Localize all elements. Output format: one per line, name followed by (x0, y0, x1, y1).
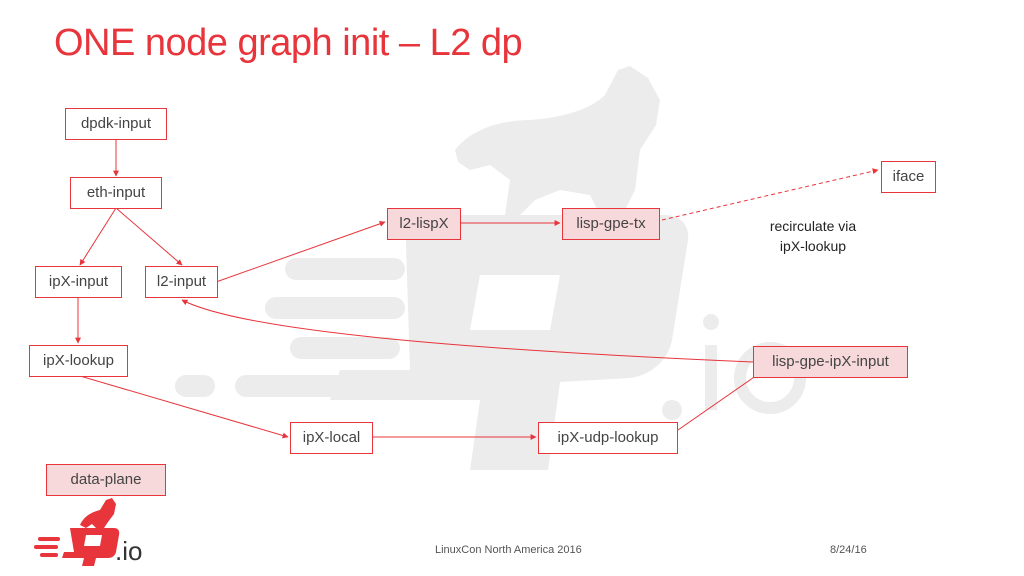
watermark-fd-shape (330, 215, 689, 470)
edge-l2-input-to-l2-lispx (215, 220, 386, 283)
node-eth-input: eth-input (70, 177, 162, 209)
footer-date: 8/24/16 (830, 544, 867, 556)
node-l2-input: l2-input (145, 266, 218, 298)
edge-eth-to-ipx-input (79, 207, 117, 266)
recirculate-note-line1: recirculate via (769, 218, 857, 234)
node-dpdk-input: dpdk-input (65, 108, 167, 140)
watermark-dash (290, 337, 400, 359)
footer-event: LinuxCon North America 2016 (435, 544, 582, 556)
recirculate-note: recirculate via ipX-lookup (750, 216, 876, 256)
node-lisp-gpe-tx: lisp-gpe-tx (562, 208, 660, 240)
node-ipx-lookup: ipX-lookup (29, 345, 128, 377)
edge-ipx-lookup-to-local (79, 375, 289, 439)
watermark-dash (265, 297, 405, 319)
logo-fd-shape (62, 528, 120, 566)
logo-dash (40, 553, 58, 557)
logo-dash (38, 537, 60, 541)
node-iface: iface (881, 161, 936, 193)
node-ipx-input: ipX-input (35, 266, 122, 298)
slide-title: ONE node graph init – L2 dp (54, 22, 523, 64)
watermark-dog-shape (455, 66, 660, 215)
edge-lisp-gpe-tx-to-iface (661, 168, 879, 221)
watermark-dash (285, 258, 405, 280)
watermark-dash (235, 375, 365, 397)
recirculate-note-line2: ipX-lookup (779, 238, 847, 254)
legend-data-plane: data-plane (46, 464, 166, 496)
edge-udp-lookup-to-lisp-gpe-ipx-input (677, 372, 761, 431)
logo-dog-icon (80, 498, 116, 528)
node-l2-lispx: l2-lispX (387, 208, 461, 240)
node-ipx-udp-lookup: ipX-udp-lookup (538, 422, 678, 454)
watermark-dash (175, 375, 215, 397)
watermark-fd-cut (470, 275, 560, 330)
logo-text: .io (115, 536, 143, 566)
node-ipx-local: ipX-local (290, 422, 373, 454)
logo-dash (34, 545, 58, 549)
watermark-dot (662, 400, 682, 420)
edge-recirculate-to-l2-input (181, 299, 754, 363)
node-lisp-gpe-ipx-input: lisp-gpe-ipX-input (753, 346, 908, 378)
watermark-dot (703, 314, 719, 330)
edge-eth-to-l2-input (115, 207, 183, 266)
